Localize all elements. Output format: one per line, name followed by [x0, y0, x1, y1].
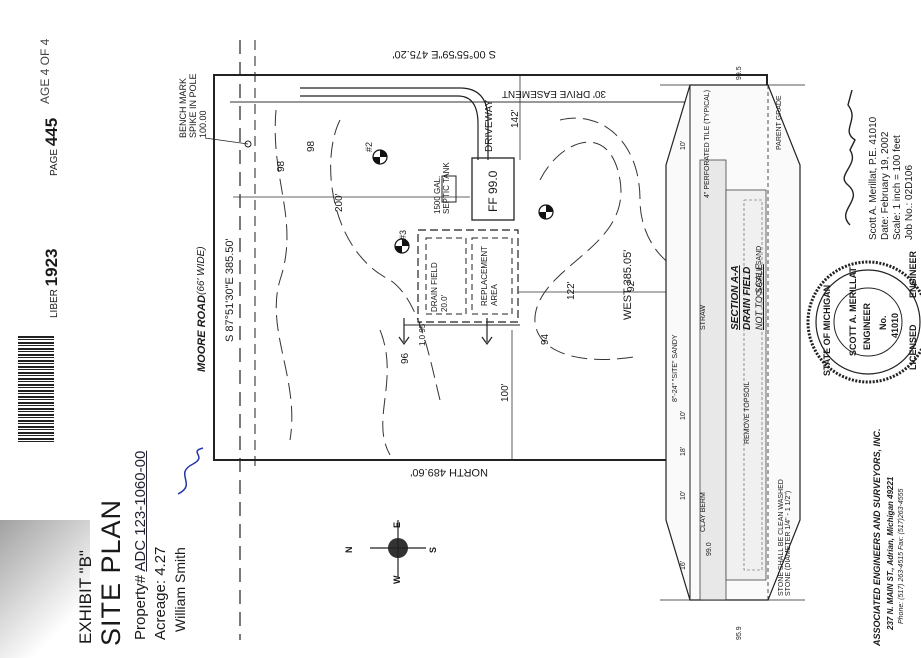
seal-state: STATE OF MICHIGAN — [822, 284, 832, 376]
liber-stamp: LIBER 1923 — [42, 248, 61, 318]
contour-98a — [274, 109, 293, 441]
section-label-straw: STRAW — [700, 304, 707, 330]
engineer-signature — [843, 89, 856, 226]
dim-142: 142' — [510, 109, 521, 128]
section-title: SECTION A-A — [730, 265, 741, 330]
section-dim-3: 16' — [680, 560, 687, 570]
section-dim-1: 10' — [680, 140, 687, 150]
company-address: 237 N. MAIN ST., Adrian, Michigan 49221 — [886, 476, 895, 630]
owner-name: William Smith — [172, 547, 188, 632]
contour-label-92: 92 — [626, 280, 637, 292]
engineer-line4: Job No.: 02D106 — [904, 164, 915, 240]
contour-96 — [379, 329, 391, 456]
section-dim-5: 10' — [680, 410, 687, 420]
scan-shadow — [0, 520, 90, 658]
compass-n: N — [344, 546, 354, 554]
seal-name: SCOTT A. MERILLAT — [848, 267, 858, 356]
drive-easement-label: 30' DRIVE EASEMENT — [501, 88, 606, 99]
section-label-stone: STONE SHALL BE CLEAN WASHED STONE (DIAME… — [778, 479, 792, 596]
dim-122: 122' — [566, 281, 577, 300]
finished-floor: FF 99.0 — [486, 170, 500, 212]
driveway-edge-1 — [300, 87, 489, 160]
seal-no-label: No. — [878, 315, 888, 331]
benchmark-point — [244, 140, 252, 148]
section-aa-drawing — [660, 84, 805, 601]
section-label-berm: CLAY BERM — [700, 492, 707, 532]
flow-arrow-2 — [481, 318, 493, 346]
barcode-bars — [18, 336, 54, 442]
contour-label-94: 94 — [540, 333, 551, 345]
exhibit-label: EXHIBIT "B" — [76, 550, 95, 644]
compass-e: E — [392, 521, 402, 528]
section-label-tile: 4" PERFORATED TILE (TYPICAL) — [704, 89, 711, 198]
section-elev-3: 99.5 — [736, 66, 743, 80]
soil-boring-2 — [538, 204, 554, 220]
acreage: Acreage: 4.27 — [152, 546, 169, 640]
house-footprint — [471, 157, 515, 221]
driveway-edge-2 — [300, 95, 479, 160]
property-number: Property# ADC 123-1060-00 — [132, 450, 149, 640]
soil-boring-1 — [372, 149, 388, 165]
drain-field-outline — [417, 229, 519, 323]
engineer-line3: Scale: 1 inch = 100 feet — [892, 135, 903, 240]
seal-licensed: LICENSED — [908, 324, 918, 370]
company-phone: Phone: (517) 263-4515 Fax: (517)263-4555 — [898, 488, 905, 624]
page-of: AGE 4 OF 4 — [38, 38, 52, 104]
contour-98b — [330, 119, 441, 401]
contour-label-98a: 98 — [276, 160, 287, 172]
road-width: (66' WIDE) — [196, 246, 207, 295]
septic-tank-label: 1500 GAL.SEPTIC TANK — [433, 162, 451, 214]
section-dim-2: 10' — [680, 490, 687, 500]
section-label-grade: PARENT GRADE — [776, 95, 783, 150]
dim-offset: 1.0 95' — [418, 322, 427, 346]
engineer-seal — [806, 260, 921, 384]
west-bearing-label: S 87°51'30"E 385.50' — [224, 238, 236, 342]
section-elev-1: 99.0 — [706, 542, 713, 556]
site-plan-title: SITE PLAN — [96, 498, 126, 646]
soil-boring-3 — [394, 238, 410, 254]
section-elev-2: 95.9 — [736, 626, 743, 640]
compass-w: W — [392, 575, 402, 585]
page-stamp: PAGE 445 — [42, 117, 61, 176]
septic-tank — [441, 175, 457, 203]
seal-role: ENGINEER — [862, 302, 872, 350]
section-dim-4: 18' — [680, 446, 687, 456]
contour-label-96: 96 — [400, 352, 411, 364]
initials-scribble — [177, 447, 204, 495]
section-label-topsoil: REMOVE TOPSOIL — [744, 381, 751, 444]
road-name: MOORE ROAD — [196, 295, 208, 372]
contour-94 — [534, 141, 641, 360]
replacement-area — [471, 237, 513, 315]
engineer-line2: Date: February 19, 2002 — [880, 131, 891, 240]
well-label-3: #3 — [398, 229, 408, 240]
south-bearing-label: S 00°55'59"E 475.20' — [392, 48, 496, 60]
drain-field — [425, 237, 467, 315]
benchmark-leader — [204, 137, 249, 145]
company-name: ASSOCIATED ENGINEERS AND SURVEYORS, INC. — [872, 428, 882, 646]
north-line-label: NORTH 489.60' — [410, 466, 488, 478]
section-subtitle: DRAIN FIELD — [742, 266, 753, 330]
well-label-2: #2 — [364, 141, 374, 152]
dim-200: 200' — [334, 193, 345, 212]
section-label-sand: CLASS II SAND — [756, 245, 763, 296]
compass-s: S — [428, 546, 438, 553]
flow-arrow-1 — [398, 318, 410, 346]
seal-no: 41010 — [890, 312, 900, 338]
section-label-sandy: 8"-24" "SITE" SANDY — [672, 334, 679, 402]
driveway-label: DRIVEWAY — [484, 99, 495, 152]
contour-label-98b: 98 — [306, 140, 317, 152]
dim-100: 100' — [500, 383, 511, 402]
seal-top: ENGINEER — [908, 250, 918, 298]
north-arrow — [370, 520, 426, 577]
